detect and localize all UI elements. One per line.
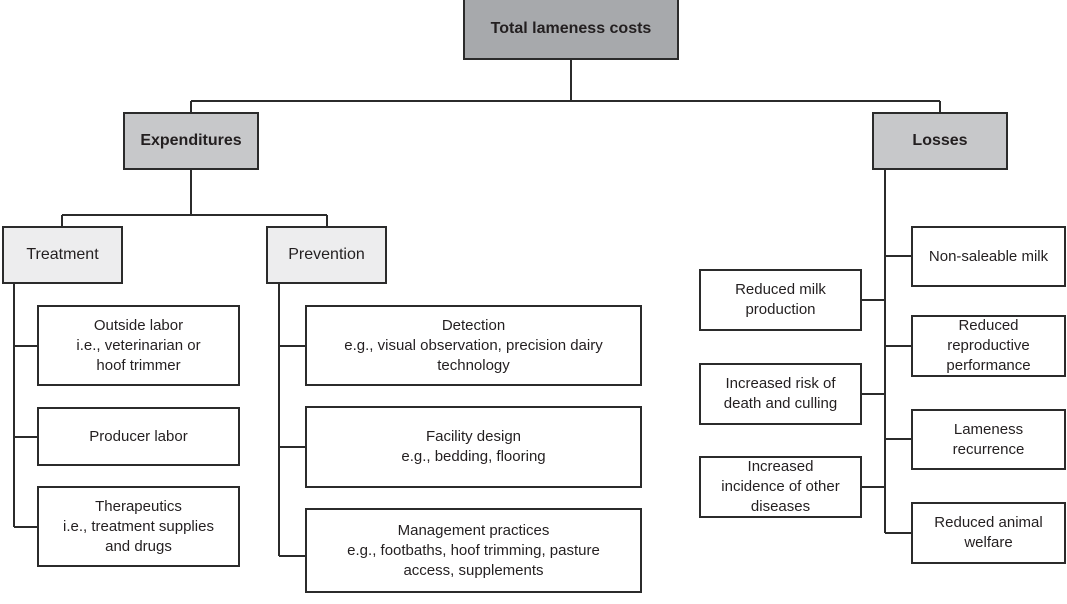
node-expenditures: Expenditures	[123, 112, 259, 170]
node-treatment: Treatment	[2, 226, 123, 284]
node-label: Lameness recurrence	[952, 420, 1025, 458]
node-reduced-animal-welfare: Reduced animal welfare	[911, 502, 1066, 564]
node-label: Losses	[912, 132, 968, 149]
node-label: Total lameness costs	[490, 20, 652, 37]
node-non-saleable-milk: Non-saleable milk	[911, 226, 1066, 287]
node-outside-labor: Outside labor i.e., veterinarian or hoof…	[37, 305, 240, 386]
node-label: Treatment	[26, 246, 99, 263]
node-losses: Losses	[872, 112, 1008, 170]
node-total-lameness-costs: Total lameness costs	[463, 0, 679, 60]
node-label: Increased incidence of other diseases	[721, 458, 840, 515]
node-label: Increased risk of death and culling	[723, 375, 838, 412]
node-lameness-recurrence: Lameness recurrence	[911, 409, 1066, 470]
node-therapeutics: Therapeutics i.e., treatment supplies an…	[37, 486, 240, 567]
node-prevention: Prevention	[266, 226, 387, 284]
node-label: Management practices e.g., footbaths, ho…	[347, 521, 600, 579]
node-label: Detection e.g., visual observation, prec…	[344, 316, 603, 374]
node-label: Reduced milk production	[735, 281, 826, 318]
node-increased-incidence-other-diseases: Increased incidence of other diseases	[699, 456, 862, 518]
node-label: Reduced animal welfare	[934, 514, 1043, 551]
node-management-practices: Management practices e.g., footbaths, ho…	[305, 508, 642, 593]
node-increased-risk-death-culling: Increased risk of death and culling	[699, 363, 862, 425]
node-label: Facility design e.g., bedding, flooring	[401, 428, 546, 465]
node-reduced-milk-production: Reduced milk production	[699, 269, 862, 331]
node-producer-labor: Producer labor	[37, 407, 240, 466]
node-label: Prevention	[288, 246, 365, 263]
node-label: Producer labor	[89, 427, 188, 445]
node-label: Expenditures	[140, 132, 242, 149]
node-detection: Detection e.g., visual observation, prec…	[305, 305, 642, 386]
node-reduced-reproductive-performance: Reduced reproductive performance	[911, 315, 1066, 377]
node-label: Reduced reproductive performance	[946, 317, 1031, 374]
node-label: Outside labor i.e., veterinarian or hoof…	[76, 316, 201, 374]
node-label: Therapeutics i.e., treatment supplies an…	[63, 497, 214, 555]
node-facility-design: Facility design e.g., bedding, flooring	[305, 406, 642, 488]
node-label: Non-saleable milk	[928, 247, 1049, 265]
